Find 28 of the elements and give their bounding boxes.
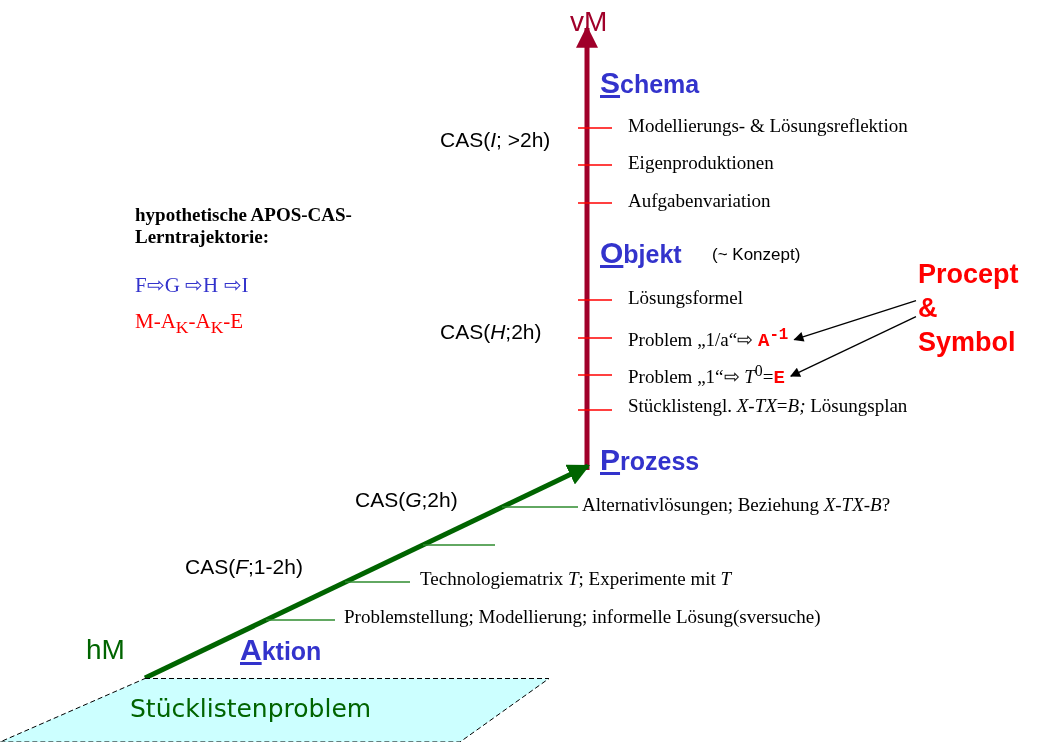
arrow — [793, 300, 917, 342]
note-text: (~ Konzept) — [712, 245, 801, 265]
stage-heading: Aktion — [240, 633, 322, 668]
step-label: Problemstellung; Modellierung; informelle Lösung(sversuche) — [344, 606, 821, 628]
stage-heading: Prozess — [600, 443, 700, 478]
plane-label: Stücklistenproblem — [130, 694, 372, 723]
stage-heading: Objekt — [600, 236, 682, 271]
step-label: Lösungsformel — [628, 287, 744, 309]
step-label: Eigenproduktionen — [628, 152, 774, 174]
concept-note: Procept & Symbol — [918, 258, 1036, 360]
step-label: Problem „1/a“⇨ A$^{-1}$ — [628, 326, 789, 354]
axis-label: vM — [570, 6, 608, 39]
step-label: Technologiematrix T; Experimente mit T — [420, 568, 732, 590]
stage-heading: Schema — [600, 66, 700, 101]
time-label: CAS(I; >2h) — [440, 128, 551, 153]
step-label: Aufgabenvariation — [628, 190, 771, 212]
trajectory-heading: hypothetische APOS-CAS-Lerntrajektorie: — [135, 204, 353, 248]
arrow — [790, 316, 917, 377]
step-label: Modellierungs- & Lösungsreflektion — [628, 115, 908, 137]
axis-label: hM — [86, 634, 125, 667]
time-label: CAS(F;1-2h) — [185, 555, 303, 580]
trajectory-sequence: F⇨G ⇨H ⇨I — [135, 273, 249, 298]
trajectory-sequence: M-A$_{K}$-A$_{K}$-E — [135, 309, 244, 338]
step-label: Alternativlösungen; Beziehung X-TX-B? — [582, 494, 891, 516]
step-label: Problem „1“⇨ T$^{0}$=E — [628, 362, 785, 391]
time-label: CAS(H;2h) — [440, 320, 542, 345]
time-label: CAS(G;2h) — [355, 488, 458, 513]
step-label: Stücklistengl. X-TX=B; Lösungsplan — [628, 395, 908, 417]
